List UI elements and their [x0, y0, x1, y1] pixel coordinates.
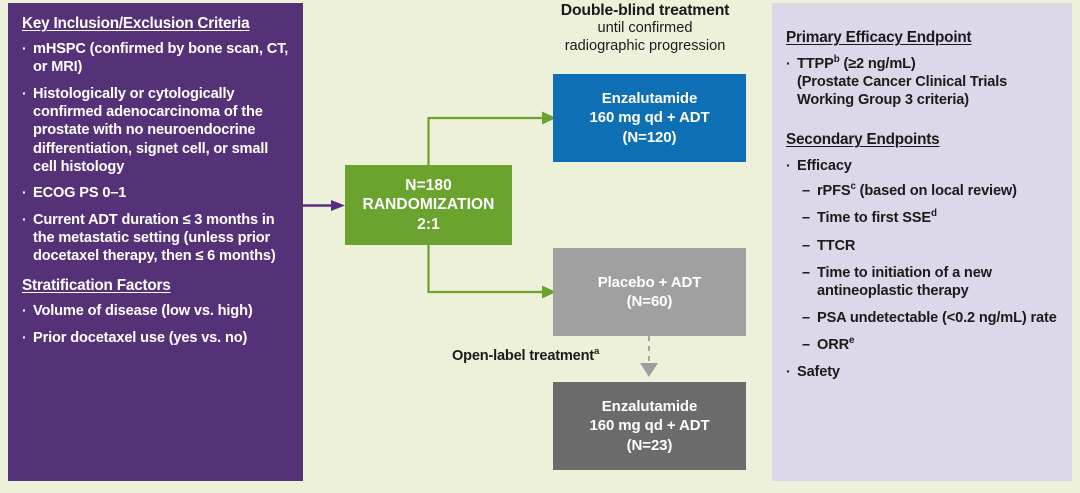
criteria-item-text: Histologically or cytologically confirme… — [33, 85, 269, 175]
secondary-efficacy-item: – rPFSc (based on local review) — [802, 182, 1062, 200]
primary-endpoint-text: TTPPb (≥2 ng/mL) (Prostate Cancer Clinica… — [797, 55, 1062, 109]
item-text-main: ORR — [817, 336, 849, 353]
criteria-heading: Key Inclusion/Exclusion Criteria — [22, 15, 250, 32]
secondary-efficacy-item: – Time to initiation of a new antineopla… — [802, 264, 1062, 300]
open-label-treatment-caption: Open-label treatmenta — [452, 346, 600, 364]
secondary-efficacy-item: – Time to first SSEd — [802, 209, 1062, 227]
secondary-efficacy-item: – ORRe — [802, 336, 1062, 354]
primary-endpoint-abbr: TTPP — [797, 56, 834, 72]
primary-endpoint-heading: Primary Efficacy Endpoint — [786, 29, 972, 46]
inclusion-exclusion-panel: Key Inclusion/Exclusion Criteria · mHSPC… — [8, 3, 303, 481]
dash-glyph-icon: – — [802, 210, 810, 227]
item-text-main: PSA undetectable (<0.2 ng/mL) rate — [817, 309, 1057, 326]
secondary-efficacy-label: Efficacy — [797, 158, 852, 175]
primary-endpoint-threshold: (≥2 ng/mL) — [839, 56, 916, 72]
arm-drug-name: Enzalutamide — [601, 90, 698, 108]
criteria-item: · ECOG PS 0–1 — [22, 184, 291, 202]
bullet-glyph-icon: · — [786, 157, 791, 174]
arm-drug-name: Enzalutamide — [601, 398, 698, 416]
arm-dose: 160 mg qd + ADT — [589, 417, 710, 435]
connector-open-label-crossover — [640, 336, 658, 377]
dash-glyph-icon: – — [802, 336, 810, 353]
secondary-efficacy-item-text: rPFSc (based on local review) — [817, 182, 1062, 200]
item-footnote-marker: c — [850, 181, 856, 193]
randomization-ratio: 2:1 — [417, 215, 440, 233]
bullet-glyph-icon: · — [22, 84, 27, 101]
stratification-item-text: Volume of disease (low vs. high) — [33, 303, 253, 320]
connector-to-placebo-arm — [427, 245, 556, 299]
primary-endpoint-criteria-2: Working Group 3 criteria) — [797, 92, 969, 109]
secondary-safety-group: · Safety — [786, 363, 1062, 381]
stratification-item: · Prior docetaxel use (yes vs. no) — [22, 329, 291, 347]
bullet-glyph-icon: · — [22, 40, 27, 56]
item-text-main: rPFS — [817, 183, 851, 200]
purple-flow-arrow-icon — [303, 200, 345, 211]
double-blind-title: Double-blind treatment — [560, 2, 730, 19]
bullet-glyph-icon: · — [22, 210, 27, 227]
item-text-main: TTCR — [817, 237, 856, 254]
stratification-item-text: Prior docetaxel use (yes vs. no) — [33, 329, 248, 346]
item-text-main: Time to initiation of a new antineoplast… — [817, 264, 992, 299]
randomization-label: RANDOMIZATION — [362, 196, 495, 214]
secondary-efficacy-item: – TTCR — [802, 237, 1062, 255]
double-blind-subtitle-1: until confirmed — [597, 20, 693, 37]
item-text-tail: (based on local review) — [855, 183, 1017, 200]
open-label-text: Open-label treatment — [452, 348, 594, 364]
secondary-safety-label: Safety — [797, 364, 840, 381]
secondary-efficacy-item-text: TTCR — [817, 237, 1062, 255]
arm-drug-name: Placebo + ADT — [597, 273, 702, 291]
dash-glyph-icon: – — [802, 309, 810, 326]
connector-to-enzalutamide-arm — [427, 111, 556, 165]
secondary-efficacy-item-text: PSA undetectable (<0.2 ng/mL) rate — [817, 309, 1062, 327]
arm-n: (N=60) — [626, 293, 673, 310]
double-blind-treatment-header: Double-blind treatment until confirmed r… — [520, 2, 770, 55]
stratification-item: · Volume of disease (low vs. high) — [22, 302, 291, 320]
randomization-n: N=180 — [405, 176, 452, 194]
bullet-glyph-icon: · — [22, 184, 27, 201]
item-footnote-marker: e — [848, 335, 855, 347]
arm-box-enzalutamide-blinded: Enzalutamide 160 mg qd + ADT (N=120) — [553, 74, 746, 162]
item-text-main: Time to first SSE — [817, 210, 931, 227]
arm-box-placebo: Placebo + ADT (N=60) — [553, 248, 746, 336]
arm-n: (N=23) — [626, 436, 673, 454]
secondary-efficacy-item-text: ORRe — [817, 336, 1062, 354]
stratification-heading: Stratification Factors — [22, 277, 171, 295]
item-footnote-marker: d — [930, 208, 937, 220]
criteria-item: · Current ADT duration ≤ 3 months in the… — [22, 211, 291, 266]
criteria-item-text: mHSPC (confirmed by bone scan, CT, or MR… — [33, 41, 289, 76]
arm-n: (N=120) — [622, 128, 677, 146]
randomization-box: N=180 RANDOMIZATION 2:1 — [345, 165, 512, 245]
secondary-efficacy-item: – PSA undetectable (<0.2 ng/mL) rate — [802, 309, 1062, 327]
criteria-item-text: ECOG PS 0–1 — [33, 185, 127, 202]
primary-endpoint-footnote-marker: b — [833, 54, 840, 66]
bullet-glyph-icon: · — [786, 363, 791, 380]
dash-glyph-icon: – — [802, 237, 810, 254]
criteria-item: · Histologically or cytologically confir… — [22, 85, 291, 177]
open-label-footnote-marker: a — [593, 346, 600, 358]
double-blind-subtitle-2: radiographic progression — [564, 37, 726, 54]
endpoints-panel: Primary Efficacy Endpoint · TTPPb (≥2 ng… — [772, 3, 1072, 481]
bullet-glyph-icon: · — [786, 55, 791, 71]
dash-glyph-icon: – — [802, 264, 810, 281]
bullet-glyph-icon: · — [22, 328, 27, 345]
criteria-item: · mHSPC (confirmed by bone scan, CT, or … — [22, 40, 291, 77]
arm-dose: 160 mg qd + ADT — [589, 109, 710, 127]
secondary-endpoints-heading: Secondary Endpoints — [786, 131, 940, 149]
primary-endpoint-criteria-1: (Prostate Cancer Clinical Trials — [797, 74, 1008, 91]
criteria-item-text: Current ADT duration ≤ 3 months in the m… — [33, 211, 276, 265]
secondary-efficacy-item-text: Time to first SSEd — [817, 209, 1062, 227]
dash-glyph-icon: – — [802, 183, 810, 200]
secondary-efficacy-item-text: Time to initiation of a new antineoplast… — [817, 264, 1062, 300]
arm-box-enzalutamide-open-label: Enzalutamide 160 mg qd + ADT (N=23) — [553, 382, 746, 470]
primary-endpoint-item: · TTPPb (≥2 ng/mL) (Prostate Cancer Clini… — [786, 55, 1062, 109]
bullet-glyph-icon: · — [22, 302, 27, 319]
secondary-efficacy-group: · Efficacy — [786, 157, 1062, 175]
